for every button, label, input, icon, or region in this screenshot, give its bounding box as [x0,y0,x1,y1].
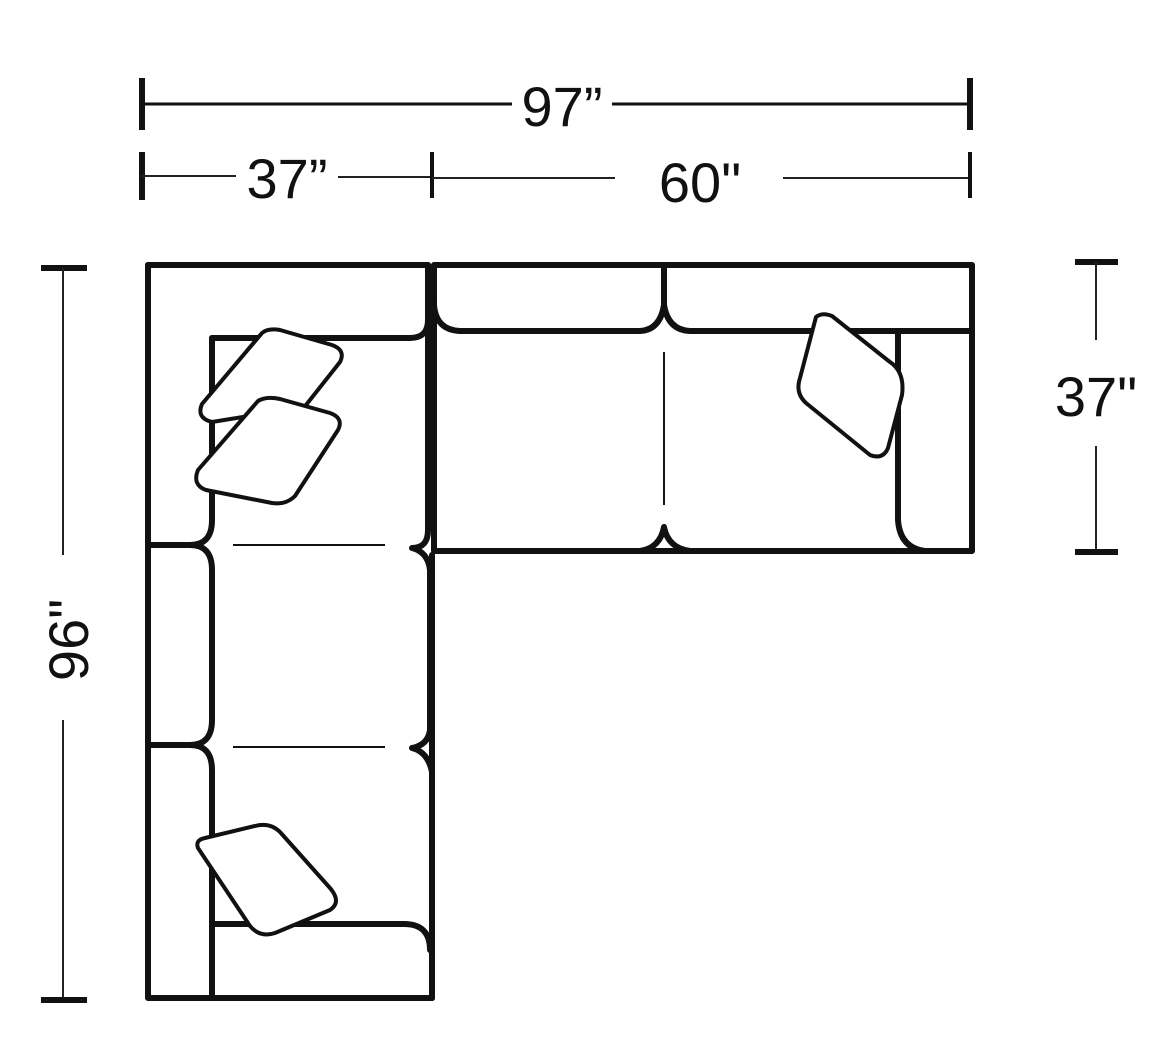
left-section-width-label: 37” [247,147,328,210]
dimension-right-depth: 37" [1055,259,1137,555]
sofa-right-section [431,262,975,554]
right-depth-label: 37" [1055,365,1137,428]
pillow-icon [195,822,338,937]
throw-pillows [194,312,905,937]
pillow-icon [796,312,905,459]
dimension-overall-width: 97” [139,75,973,138]
dimension-overall-length: 96" [37,265,100,1003]
overall-width-label: 97” [522,75,603,138]
right-section-width-label: 60" [659,151,741,214]
dimension-section-widths: 37” 60" [139,147,972,214]
sofa-left-section [145,262,435,1001]
pillow-icon [194,395,342,506]
overall-length-label: 96" [37,599,100,681]
